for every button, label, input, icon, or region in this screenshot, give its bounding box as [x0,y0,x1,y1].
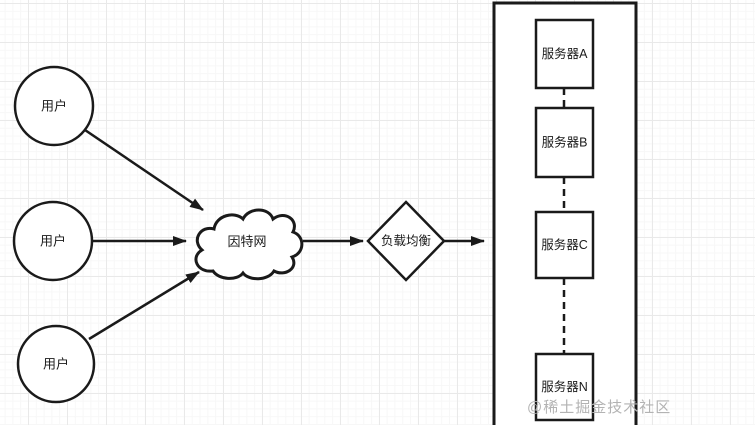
server-box [534,210,595,280]
server-label: 服务器N [541,379,588,394]
load-balancer-node: 负载均衡 [366,200,446,282]
server-label: 服务器B [542,135,588,150]
server-node-n: 服务器N [534,352,595,422]
user-circle [12,200,94,282]
user-label: 用户 [43,357,69,372]
server-box [534,106,595,179]
user-circle [16,324,96,404]
watermark: @稀土掘金技术社区 [527,399,671,416]
cloud-icon [194,208,304,281]
load-balancer-label: 负载均衡 [381,234,431,248]
server-box [534,18,595,90]
user-circle [13,65,95,147]
user-label: 用户 [40,234,66,249]
server-label: 服务器A [542,46,589,61]
server-node-c: 服务器C [534,210,595,280]
server-node-b: 服务器B [534,106,595,179]
user-node-2: 用户 [12,200,94,282]
server-label: 服务器C [541,237,588,252]
internet-node: 因特网 [194,208,304,281]
user-label: 用户 [41,99,67,114]
server-node-a: 服务器A [534,18,595,90]
internet-label: 因特网 [227,234,266,249]
server-box [534,352,595,422]
edge-user1-to-internet [81,126,204,212]
user-node-3: 用户 [16,324,96,404]
edge-user3-to-internet [88,270,200,341]
diamond-shape [366,200,446,282]
user-node-1: 用户 [13,65,95,147]
